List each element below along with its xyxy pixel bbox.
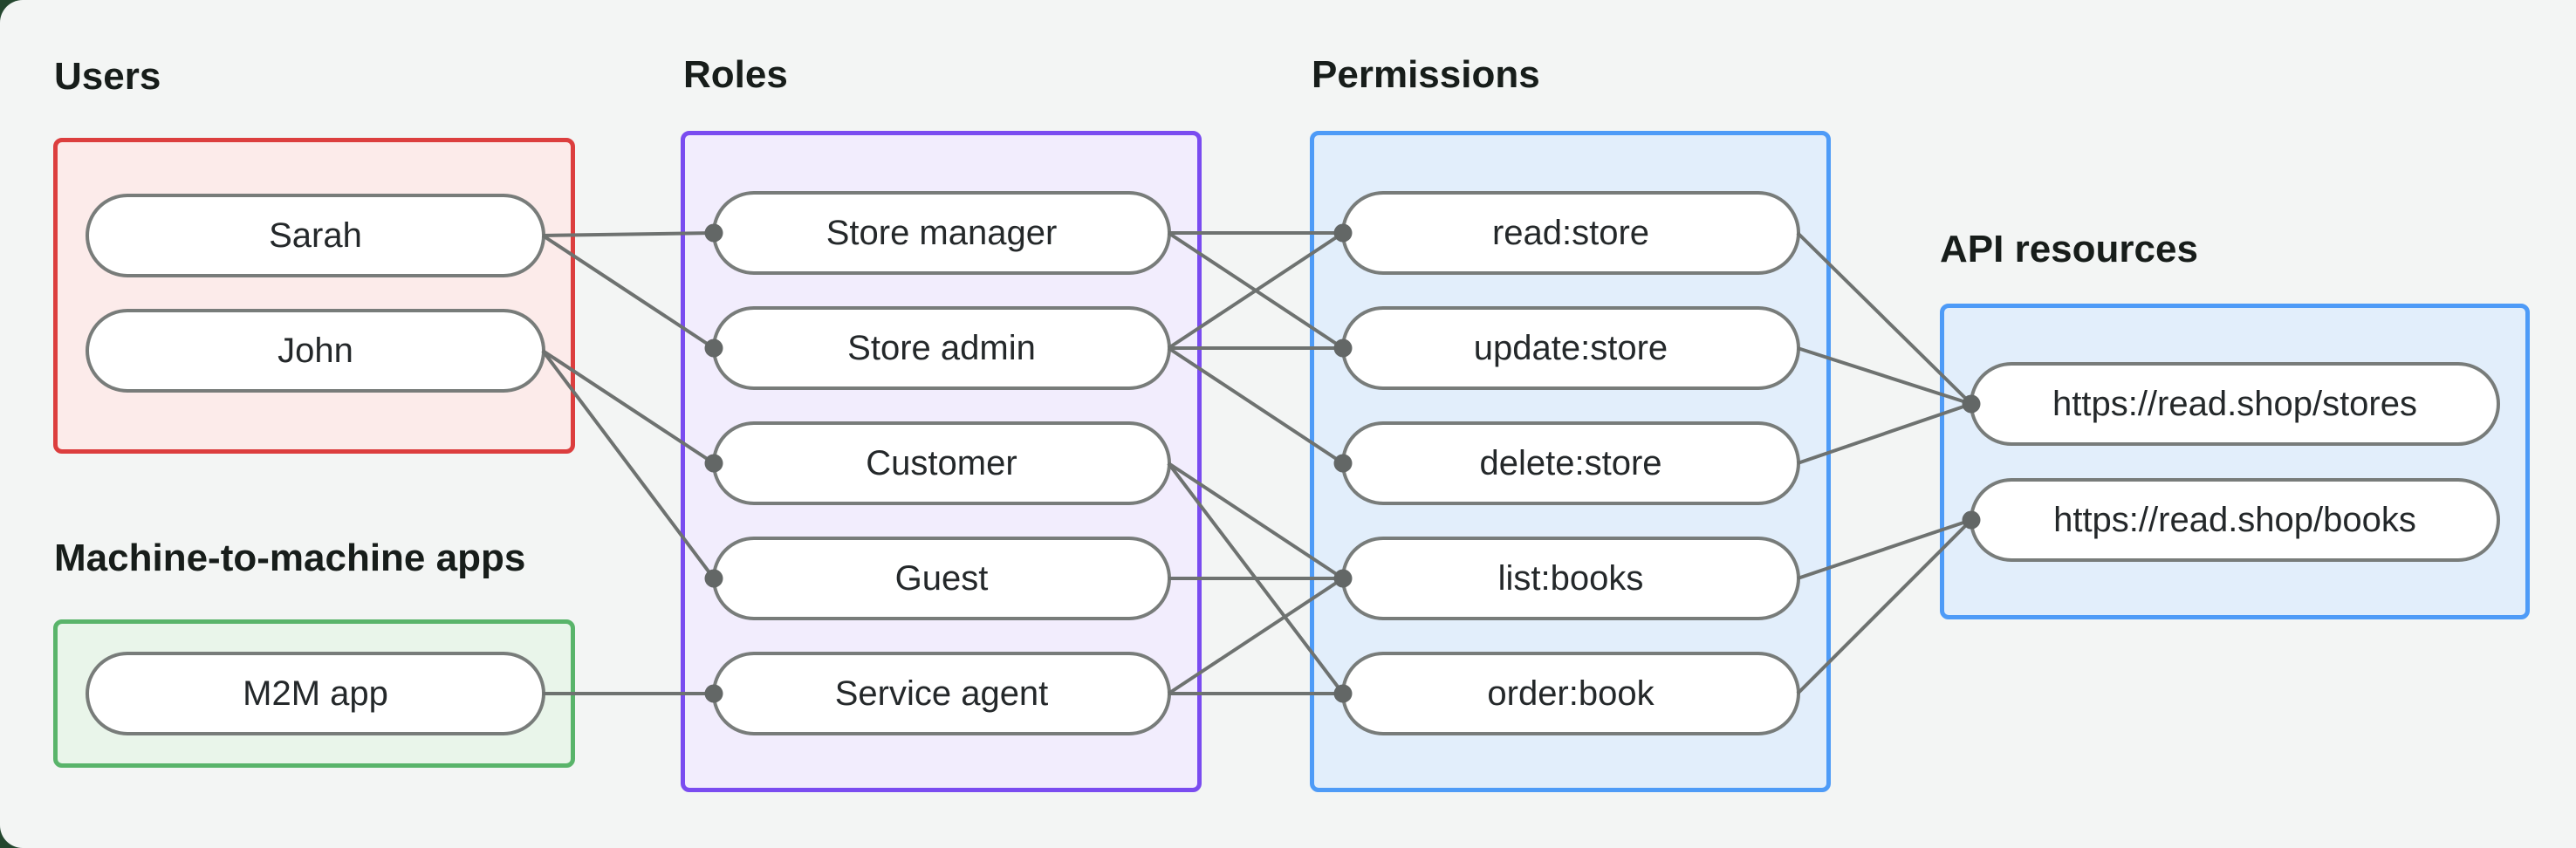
node-permission-read-store: read:store — [1341, 191, 1800, 275]
node-role-customer: Customer — [712, 421, 1171, 505]
node-user-sarah: Sarah — [86, 194, 545, 277]
api-resources-group-label: API resources — [1940, 228, 2198, 270]
permissions-group-label: Permissions — [1312, 53, 1540, 96]
node-role-guest: Guest — [712, 537, 1171, 620]
m2m-group-box: M2M app — [53, 619, 575, 768]
node-permission-order-book: order:book — [1341, 652, 1800, 735]
node-api-resource-books: https://read.shop/books — [1970, 478, 2500, 562]
node-m2m-app: M2M app — [86, 652, 545, 735]
users-group-box: Sarah John — [53, 138, 575, 454]
api-resources-group-box: https://read.shop/stores https://read.sh… — [1940, 304, 2530, 619]
roles-group-box: Store manager Store admin Customer Guest… — [681, 131, 1202, 792]
node-permission-list-books: list:books — [1341, 537, 1800, 620]
node-role-store-manager: Store manager — [712, 191, 1171, 275]
node-role-service-agent: Service agent — [712, 652, 1171, 735]
node-role-store-admin: Store admin — [712, 306, 1171, 390]
roles-group-label: Roles — [683, 53, 788, 96]
node-user-john: John — [86, 309, 545, 393]
users-group-label: Users — [54, 55, 161, 98]
node-permission-delete-store: delete:store — [1341, 421, 1800, 505]
node-permission-update-store: update:store — [1341, 306, 1800, 390]
permissions-group-box: read:store update:store delete:store lis… — [1310, 131, 1831, 792]
node-api-resource-stores: https://read.shop/stores — [1970, 362, 2500, 446]
m2m-group-label: Machine-to-machine apps — [54, 537, 526, 579]
